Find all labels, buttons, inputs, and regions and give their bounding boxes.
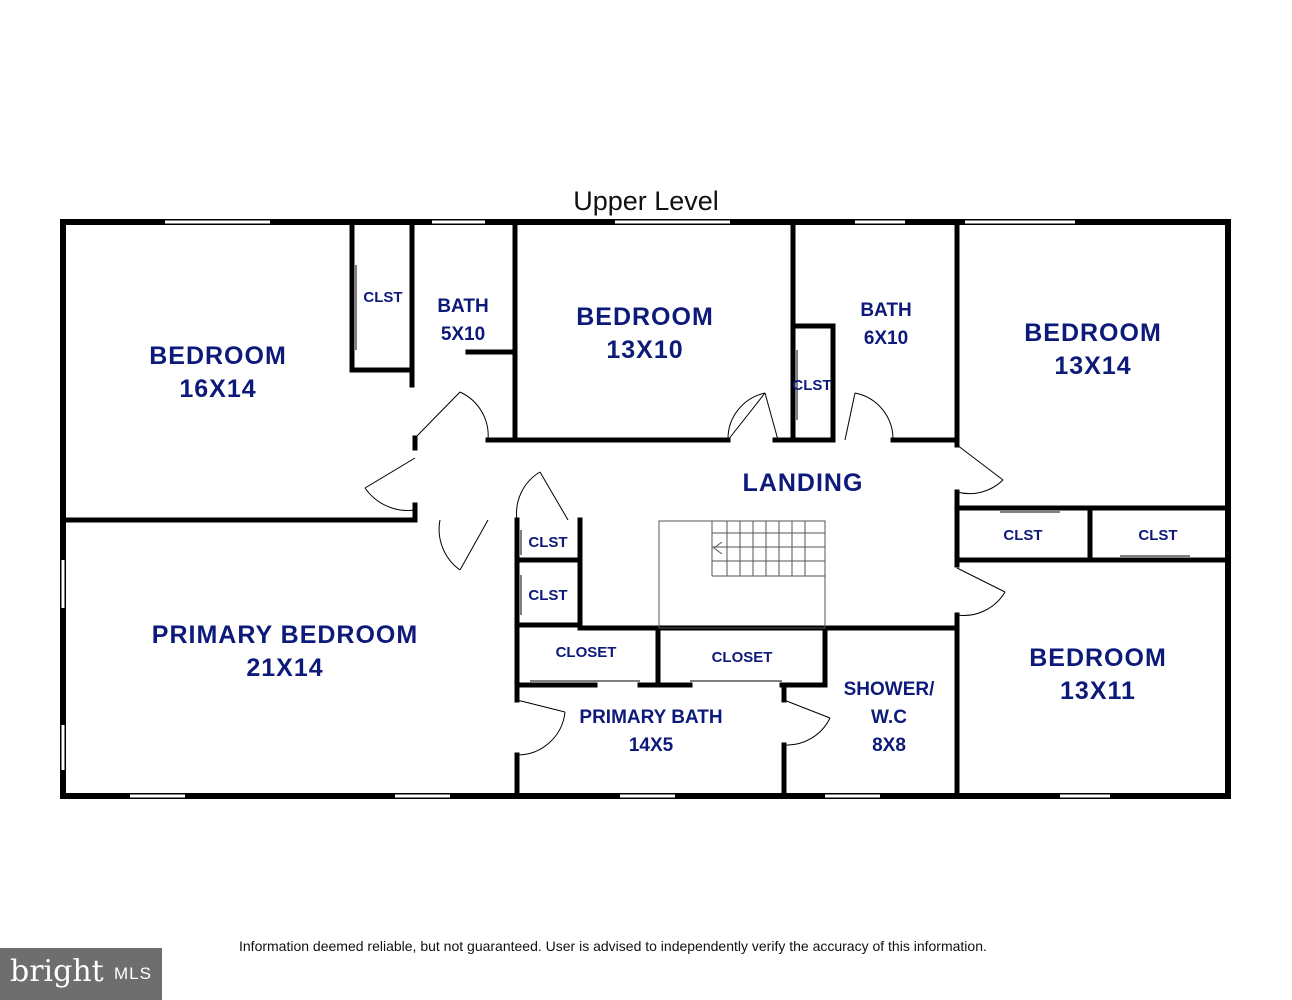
bedroom-nw-name: BEDROOM	[149, 342, 287, 370]
interior-walls	[60, 219, 1231, 799]
bath-1-name: BATH	[437, 296, 488, 317]
clst-nw-label: CLST	[363, 289, 402, 306]
shower-wc-size: 8X8	[872, 735, 906, 756]
bath-2-name: BATH	[860, 300, 911, 321]
closet-rails	[355, 265, 1190, 682]
primary-bath-name: PRIMARY BATH	[579, 707, 722, 728]
primary-bedroom-name: PRIMARY BEDROOM	[152, 621, 418, 649]
closet-2-label: CLOSET	[712, 649, 773, 666]
bedroom-ne-size: 13X14	[1054, 352, 1131, 380]
bedroom-n-size: 13X10	[606, 336, 683, 364]
shower-wc-line1: SHOWER/	[844, 679, 936, 700]
bath-2-size: 6X10	[864, 328, 908, 349]
room-labels: BEDROOM 16X14 BATH 5X10 BEDROOM 13X10 BA…	[149, 296, 1167, 756]
closet-1-label: CLOSET	[556, 644, 617, 661]
logo-brand: bright	[10, 954, 104, 989]
doors	[364, 391, 1006, 756]
disclaimer: Information deemed reliable, but not gua…	[239, 938, 987, 954]
stairs	[658, 520, 826, 629]
shower-wc-line2: W.C	[871, 707, 907, 728]
primary-bedroom-size: 21X14	[246, 654, 323, 682]
closet-labels: CLST CLST CLST CLST CLST CLST CLOSET CLO…	[363, 289, 1177, 666]
clst-landing-1-label: CLST	[528, 534, 567, 551]
windows	[60, 219, 1110, 799]
clst-landing-2-label: CLST	[528, 587, 567, 604]
clst-e-1-label: CLST	[1003, 527, 1042, 544]
landing-name: LANDING	[743, 469, 864, 497]
bedroom-se-name: BEDROOM	[1029, 644, 1167, 672]
bedroom-nw-size: 16X14	[179, 375, 256, 403]
bright-mls-logo: bright MLS	[0, 948, 162, 1000]
clst-bath2-label: CLST	[792, 377, 831, 394]
clst-e-2-label: CLST	[1138, 527, 1177, 544]
bedroom-se-size: 13X11	[1060, 677, 1136, 705]
primary-bath-size: 14X5	[629, 735, 674, 756]
bath-1-size: 5X10	[441, 324, 485, 345]
logo-suffix: MLS	[114, 964, 152, 983]
bedroom-ne-name: BEDROOM	[1024, 319, 1162, 347]
bedroom-n-name: BEDROOM	[576, 303, 714, 331]
plan-title: Upper Level	[573, 186, 719, 216]
